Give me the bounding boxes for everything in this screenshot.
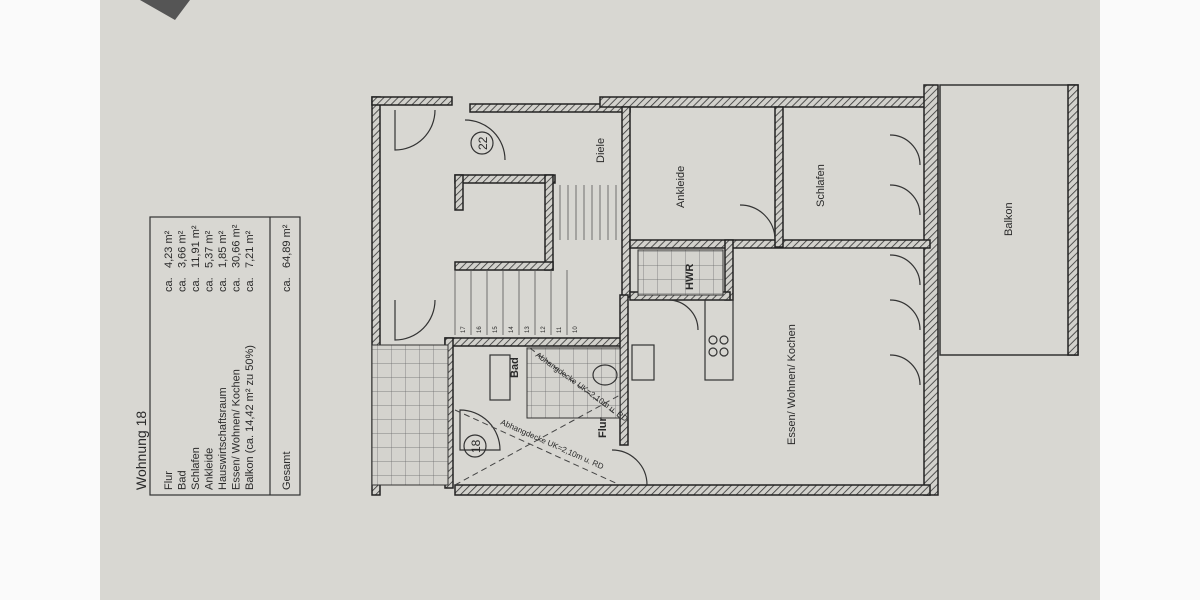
- table-cell-ca: ca.: [204, 277, 216, 292]
- room-label-schlafen: Schlafen: [815, 164, 827, 207]
- table-cell-area: 3,66 m²: [177, 230, 189, 268]
- table-cell-room: Flur: [163, 471, 175, 490]
- table-cell-area: 5,37 m²: [204, 230, 216, 268]
- stair-step-number: 11: [557, 326, 563, 333]
- room-label-essen: Essen/ Wohnen/ Kochen: [786, 324, 798, 445]
- room-label-ankleide: Ankleide: [675, 166, 687, 208]
- stair-step-number: 14: [509, 326, 515, 333]
- table-total-area: 64,89 m²: [281, 224, 293, 268]
- table-cell-area: 4,23 m²: [163, 230, 175, 268]
- table-cell-ca: ca.: [231, 277, 243, 292]
- stair-step-number: 15: [493, 326, 499, 333]
- table-cell-area: 30,66 m²: [231, 224, 243, 268]
- table-cell-ca: ca.: [190, 277, 202, 292]
- table-total-ca: ca.: [281, 277, 293, 292]
- room-label-balkon: Balkon: [1003, 202, 1015, 236]
- table-cell-area: 11,91 m²: [190, 225, 202, 268]
- stair-step-number: 16: [477, 326, 483, 333]
- table-cell-ca: ca.: [244, 277, 256, 292]
- stair-step-number: 13: [525, 326, 531, 333]
- stair-step-number: 12: [541, 326, 547, 333]
- table-cell-area: 1,85 m²: [217, 230, 229, 268]
- table-cell-room: Essen/ Wohnen/ Kochen: [231, 369, 243, 490]
- table-cell-room: Hauswirtschaftsraum: [217, 387, 229, 490]
- room-label-hwr: HWR: [684, 264, 696, 290]
- stair-step-number: 17: [461, 326, 467, 333]
- table-cell-area: 7,21 m²: [244, 230, 256, 268]
- room-label-diele: Diele: [595, 138, 607, 163]
- table-cell-ca: ca.: [177, 277, 189, 292]
- table-cell-ca: ca.: [163, 277, 175, 292]
- unit-marker-18: 18: [469, 439, 483, 453]
- stair-step-number: 10: [573, 326, 579, 333]
- unit-marker-22: 22: [476, 136, 490, 150]
- table-cell-room: Ankleide: [204, 448, 216, 490]
- table-title: Wohnung 18: [133, 411, 149, 490]
- table-total-room: Gesamt: [281, 451, 293, 490]
- room-label-flur: Flur: [597, 417, 609, 438]
- table-cell-ca: ca.: [217, 277, 229, 292]
- table-cell-room: Schlafen: [190, 447, 202, 490]
- table-cell-room: Balkon (ca. 14,42 m² zu 50%): [244, 345, 256, 490]
- paper: [100, 0, 1100, 600]
- floor-plan: 22 18 Diele Ankleide Schlafen Balkon HWR…: [371, 84, 1079, 496]
- room-label-bad: Bad: [509, 357, 521, 378]
- table-cell-room: Bad: [177, 470, 189, 490]
